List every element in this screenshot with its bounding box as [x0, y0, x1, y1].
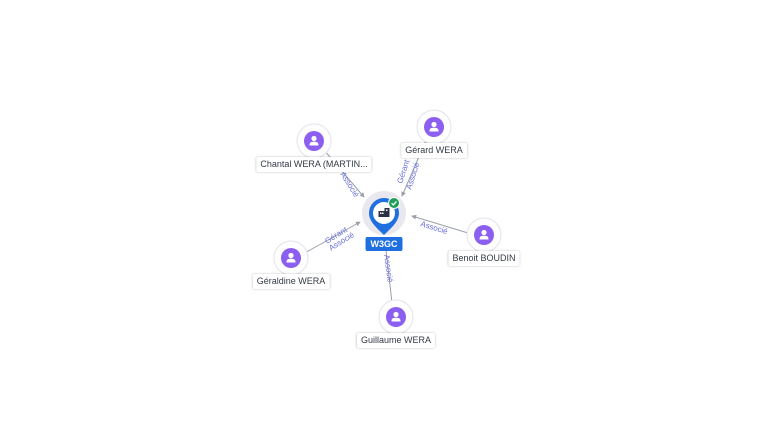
person-label-guillaume[interactable]: Guillaume WERA [356, 333, 436, 348]
user-icon [309, 135, 319, 146]
user-icon [429, 121, 439, 132]
edge-label-guillaume-role: Associé [382, 254, 395, 284]
user-icon [479, 229, 489, 240]
edge-label-benoit-role: Associé [419, 219, 449, 236]
person-node-gerard[interactable] [416, 109, 452, 145]
person-label-chantal[interactable]: Chantal WERA (MARTIN... [256, 157, 372, 172]
edge-guillaume [385, 249, 393, 304]
check-icon [388, 197, 400, 209]
edge-benoit [411, 214, 469, 234]
person-node-benoit[interactable] [466, 217, 502, 253]
building-icon [378, 208, 390, 217]
company-name-label[interactable]: W3GC [365, 237, 403, 251]
edge-label-chantal-role: Associé [338, 170, 361, 199]
person-label-gerard[interactable]: Gérard WERA [401, 143, 467, 158]
user-icon [286, 252, 296, 263]
user-icon [391, 311, 401, 322]
person-node-guillaume[interactable] [378, 299, 414, 335]
person-label-geraldine[interactable]: Géraldine WERA [252, 274, 330, 289]
edge-geraldine [302, 221, 361, 255]
person-label-benoit[interactable]: Benoit BOUDIN [448, 251, 520, 266]
person-node-geraldine[interactable] [273, 240, 309, 276]
company-node[interactable] [362, 191, 406, 235]
person-node-chantal[interactable] [296, 123, 332, 159]
